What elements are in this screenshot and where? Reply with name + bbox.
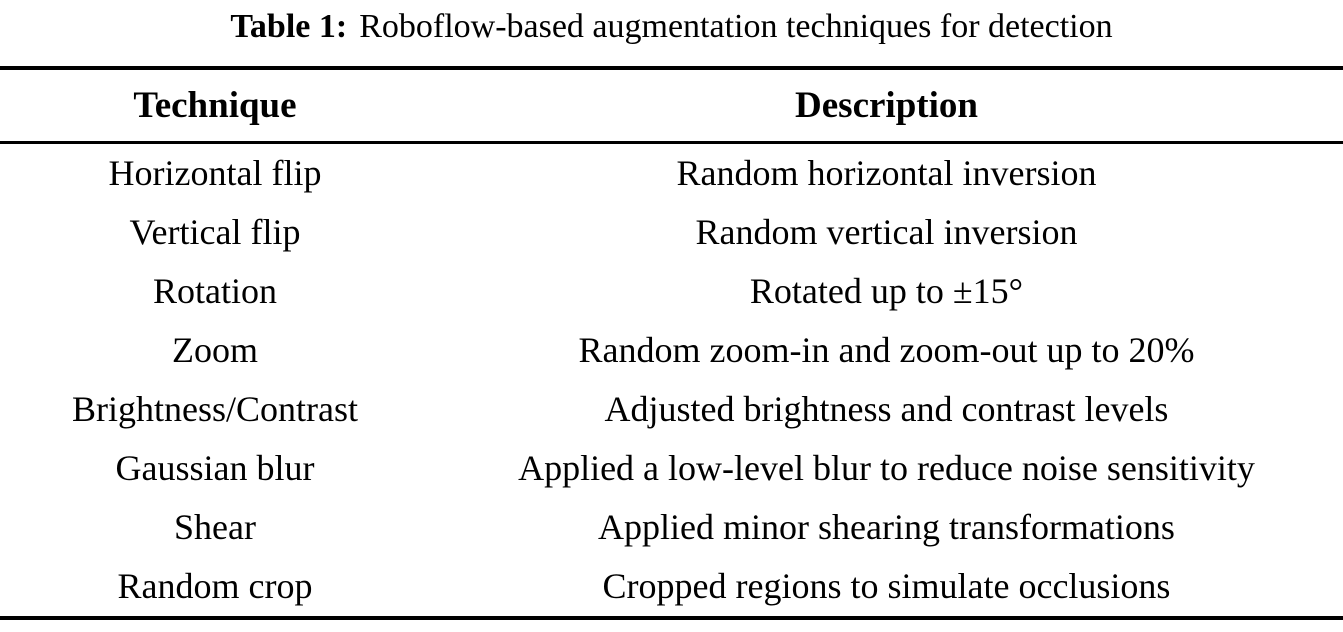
description-cell: Rotated up to ±15° <box>749 271 1024 311</box>
table-row: Random crop Cropped regions to simulate … <box>0 557 1343 618</box>
column-header-technique: Technique <box>133 85 297 126</box>
description-cell: Cropped regions to simulate occlusions <box>602 566 1171 606</box>
description-cell: Applied minor shearing transformations <box>598 507 1175 547</box>
table-body: Horizontal flip Random horizontal invers… <box>0 143 1343 618</box>
technique-cell: Zoom <box>172 330 258 370</box>
technique-cell: Rotation <box>153 271 277 311</box>
description-cell: Applied a low-level blur to reduce noise… <box>518 448 1255 488</box>
description-cell: Random zoom-in and zoom-out up to 20% <box>578 330 1195 370</box>
table-row: Vertical flip Random vertical inversion <box>0 203 1343 262</box>
technique-cell: Random crop <box>117 566 313 606</box>
technique-cell: Horizontal flip <box>108 153 322 193</box>
table-row: Shear Applied minor shearing transformat… <box>0 498 1343 557</box>
description-cell: Adjusted brightness and contrast levels <box>604 389 1169 429</box>
table-row: Brightness/Contrast Adjusted brightness … <box>0 380 1343 439</box>
table-caption-text: Roboflow-based augmentation techniques f… <box>359 8 1113 45</box>
table-caption-label: Table 1: <box>230 8 348 45</box>
table-caption: Table 1: Roboflow-based augmentation tech… <box>0 0 1343 48</box>
description-cell: Random horizontal inversion <box>676 153 1097 193</box>
table-header: Technique Description <box>0 68 1343 143</box>
table-row: Rotation Rotated up to ±15° <box>0 262 1343 321</box>
table-row: Horizontal flip Random horizontal invers… <box>0 143 1343 204</box>
technique-cell: Vertical flip <box>129 212 301 252</box>
technique-cell: Shear <box>174 507 256 547</box>
description-cell: Random vertical inversion <box>695 212 1078 252</box>
technique-cell: Brightness/Contrast <box>72 389 358 429</box>
augmentation-table: Technique Description Horizontal flip Ra… <box>0 66 1343 620</box>
table-row: Gaussian blur Applied a low-level blur t… <box>0 439 1343 498</box>
technique-cell: Gaussian blur <box>115 448 315 488</box>
table-row: Zoom Random zoom-in and zoom-out up to 2… <box>0 321 1343 380</box>
table-header-row: Technique Description <box>0 68 1343 143</box>
column-header-description: Description <box>795 85 978 126</box>
